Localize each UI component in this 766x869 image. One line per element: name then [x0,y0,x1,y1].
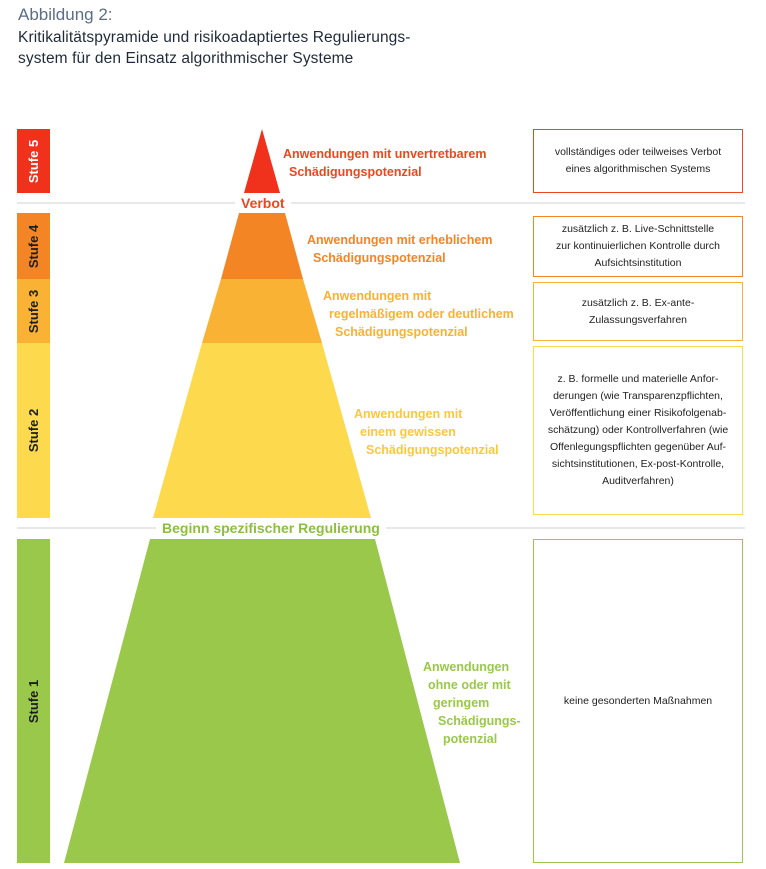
level-1-desc-line: Anwendungen [423,660,510,674]
measure-2-line: sichtsinstitutionen, Ex-post-Kontrolle, [551,458,725,470]
figure-title-line-1: Kritikalitätspyramide und risikoadaptier… [18,29,411,46]
stufe-label-1: Stufe 1 [17,539,50,863]
level-2-description: Anwendungen mit einem gewissen Schädigun… [354,405,499,459]
measure-2-line: Offenlegungspflichten gegenüber Auf- [549,441,727,453]
measure-2-line: Auditverfahren) [602,475,674,487]
level-4-desc-line: Anwendungen mit erheblichem [307,233,493,247]
pyramid-tier-2 [153,343,371,518]
measure-1-line: keine gesonderten Maßnahmen [563,694,713,707]
measure-4-line: Aufsichtsinstitution [594,257,682,269]
pyramid-tier-3 [202,279,322,343]
measure-5-line: vollständiges oder teilweises Verbot [554,146,722,158]
level-1-desc-line: ohne oder mit [428,678,511,692]
measure-box-3: zusätzlich z. B. Ex-ante- Zulassungsverf… [533,282,743,341]
level-1-desc-line: geringem [433,696,490,710]
stufe-label-4: Stufe 4 [17,213,50,279]
measure-4-line: zur kontinuierlichen Kontrolle durch [555,240,720,252]
stufe-1-text: Stufe 1 [26,679,41,723]
stufe-label-5: Stufe 5 [17,129,50,193]
stufe-label-2: Stufe 2 [17,343,50,518]
measure-2-line: z. B. formelle und materielle Anfor- [557,373,719,385]
figure-title: Kritikalitätspyramide und risikoadaptier… [18,27,438,69]
level-5-desc-line: Anwendungen mit unvertretbarem [283,147,487,161]
measure-5-line: eines algorithmischen Systems [565,163,711,175]
level-5-description: Anwendungen mit unvertretbarem Schädigun… [283,145,487,181]
measure-box-1: keine gesonderten Maßnahmen [533,539,743,863]
level-1-desc-line: potenzial [443,732,498,746]
level-5-desc-line: Schädigungspotenzial [289,165,422,179]
level-4-desc-line: Schädigungspotenzial [313,251,446,265]
measure-box-5: vollständiges oder teilweises Verbot ein… [533,129,743,193]
stufe-bar-4 [17,213,50,279]
measure-2-line: Veröffentlichung einer Risikofolgenab- [549,407,727,419]
level-3-desc-line: regelmäßigem oder deutlichem [329,307,514,321]
stufe-bar-2 [17,343,50,518]
stufe-bar-1 [17,539,50,863]
level-2-desc-line: einem gewissen [360,425,456,439]
figure-title-line-2: system für den Einsatz algorithmischer S… [18,50,354,67]
measure-box-2: z. B. formelle und materielle Anfor- der… [533,346,743,515]
level-3-desc-line: Schädigungspotenzial [335,325,468,339]
pyramid-tier-5 [244,129,280,193]
level-3-desc-line: Anwendungen mit [323,289,432,303]
measure-3-line: Zulassungsverfahren [588,313,688,326]
figure-label: Abbildung 2: [18,5,113,24]
verbot-label: Verbot [235,194,291,212]
stufe-2-text: Stufe 2 [26,408,41,453]
level-3-description: Anwendungen mit regelmäßigem oder deutli… [323,287,514,341]
measure-box-4: zusätzlich z. B. Live-Schnittstelle zur … [533,216,743,277]
level-1-description: Anwendungen ohne oder mit geringem Schäd… [423,658,521,748]
measure-3-line: zusätzlich z. B. Ex-ante- [581,296,695,309]
pyramid-tier-1 [64,539,460,863]
beginn-regulierung-label: Beginn spezifischer Regulierung [156,519,386,537]
measure-4-line: zusätzlich z. B. Live-Schnittstelle [561,223,715,235]
stufe-label-3: Stufe 3 [17,279,50,343]
pyramid-tier-4 [221,213,303,279]
level-2-desc-line: Schädigungspotenzial [366,443,499,457]
stufe-bar-3 [17,279,50,343]
stufe-5-text: Stufe 5 [26,139,41,183]
stufe-4-text: Stufe 4 [26,224,41,268]
stufe-bar-5 [17,129,50,193]
level-2-desc-line: Anwendungen mit [354,407,463,421]
measure-2-line: schätzung) oder Kontrollverfahren (wie [547,424,729,436]
level-1-desc-line: Schädigungs- [438,714,521,728]
level-4-description: Anwendungen mit erheblichem Schädigungsp… [307,231,492,267]
stufe-3-text: Stufe 3 [26,289,41,333]
measure-2-line: derungen (wie Transparenzpflichten, [553,390,723,402]
